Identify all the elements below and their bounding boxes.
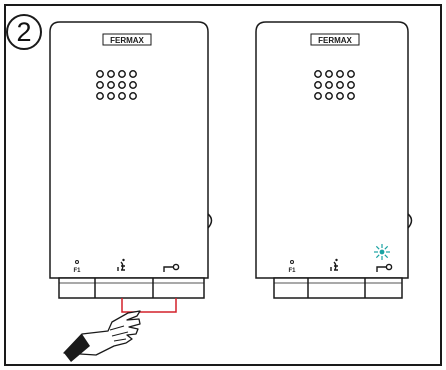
intercom-unit-2: FERMAX F1 xyxy=(255,21,413,299)
brand-label-2: FERMAX xyxy=(318,36,352,45)
speaker-hole xyxy=(347,81,355,89)
speaker-hole xyxy=(107,70,115,78)
handset-icon xyxy=(117,261,125,271)
speaker-hole xyxy=(96,92,104,100)
f1-dot-icon xyxy=(290,260,294,264)
f1-button-2[interactable]: F1 xyxy=(288,260,296,275)
door-button-2[interactable] xyxy=(376,263,393,272)
f1-dot-icon xyxy=(75,260,79,264)
intercom-body-1 xyxy=(49,21,209,279)
speaker-grille-2 xyxy=(314,70,355,100)
step-number-badge: 2 xyxy=(6,14,42,50)
brand-plate-1 xyxy=(102,33,152,46)
speaker-hole xyxy=(325,81,333,89)
speaker-hole xyxy=(96,81,104,89)
speaker-hole xyxy=(336,81,344,89)
speaker-hole xyxy=(347,70,355,78)
speaker-hole xyxy=(118,81,126,89)
brand-plate-2 xyxy=(310,33,360,46)
button-bar-1 xyxy=(58,277,205,299)
button-bar-2 xyxy=(273,277,403,299)
f1-label-2: F1 xyxy=(288,268,296,274)
door-button-1[interactable] xyxy=(163,263,180,272)
key-icon xyxy=(163,266,173,272)
call-button-2[interactable] xyxy=(330,258,338,271)
speaker-hole xyxy=(107,92,115,100)
speaker-hole xyxy=(118,92,126,100)
brand-label-1: FERMAX xyxy=(110,36,144,45)
speaker-hole xyxy=(314,70,322,78)
highlight-connector xyxy=(121,298,177,313)
speaker-hole xyxy=(129,81,137,89)
call-button-1[interactable] xyxy=(117,258,125,271)
led-indicator-blinking xyxy=(374,244,390,260)
side-hinge-2 xyxy=(407,213,413,229)
speaker-grille-1 xyxy=(96,70,137,100)
speaker-hole xyxy=(336,92,344,100)
intercom-unit-1: FERMAX F1 xyxy=(49,21,213,299)
key-icon xyxy=(376,266,386,272)
f1-button-1[interactable]: F1 xyxy=(73,260,81,275)
intercom-body-2 xyxy=(255,21,409,279)
side-hinge-1 xyxy=(207,213,213,229)
speaker-hole xyxy=(314,81,322,89)
diagram-frame xyxy=(4,4,442,366)
speaker-hole xyxy=(129,92,137,100)
speaker-hole xyxy=(118,70,126,78)
pointing-hand-icon xyxy=(63,310,141,362)
speaker-hole xyxy=(325,92,333,100)
speaker-hole xyxy=(325,70,333,78)
handset-icon xyxy=(330,261,338,271)
f1-label-1: F1 xyxy=(73,268,81,274)
speaker-hole xyxy=(96,70,104,78)
speaker-hole xyxy=(129,70,137,78)
speaker-hole xyxy=(347,92,355,100)
speaker-hole xyxy=(107,81,115,89)
speaker-hole xyxy=(336,70,344,78)
speaker-hole xyxy=(314,92,322,100)
